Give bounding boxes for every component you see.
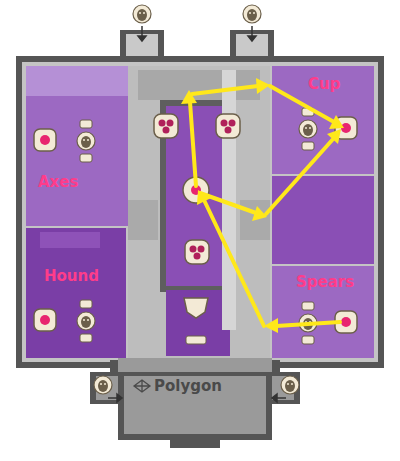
polygon-area: Polygon — [124, 376, 266, 434]
room-name: Spears — [296, 274, 354, 291]
room-name: Polygon — [154, 378, 222, 395]
axes-room: Axes — [26, 66, 128, 226]
spears-room: Spears — [272, 266, 374, 358]
room-name: Hound — [44, 268, 99, 285]
cup-room: Cup — [272, 66, 374, 174]
hound-room: Hound — [26, 228, 126, 358]
room-name: Axes — [38, 174, 78, 191]
room-name: Cup — [308, 76, 340, 93]
